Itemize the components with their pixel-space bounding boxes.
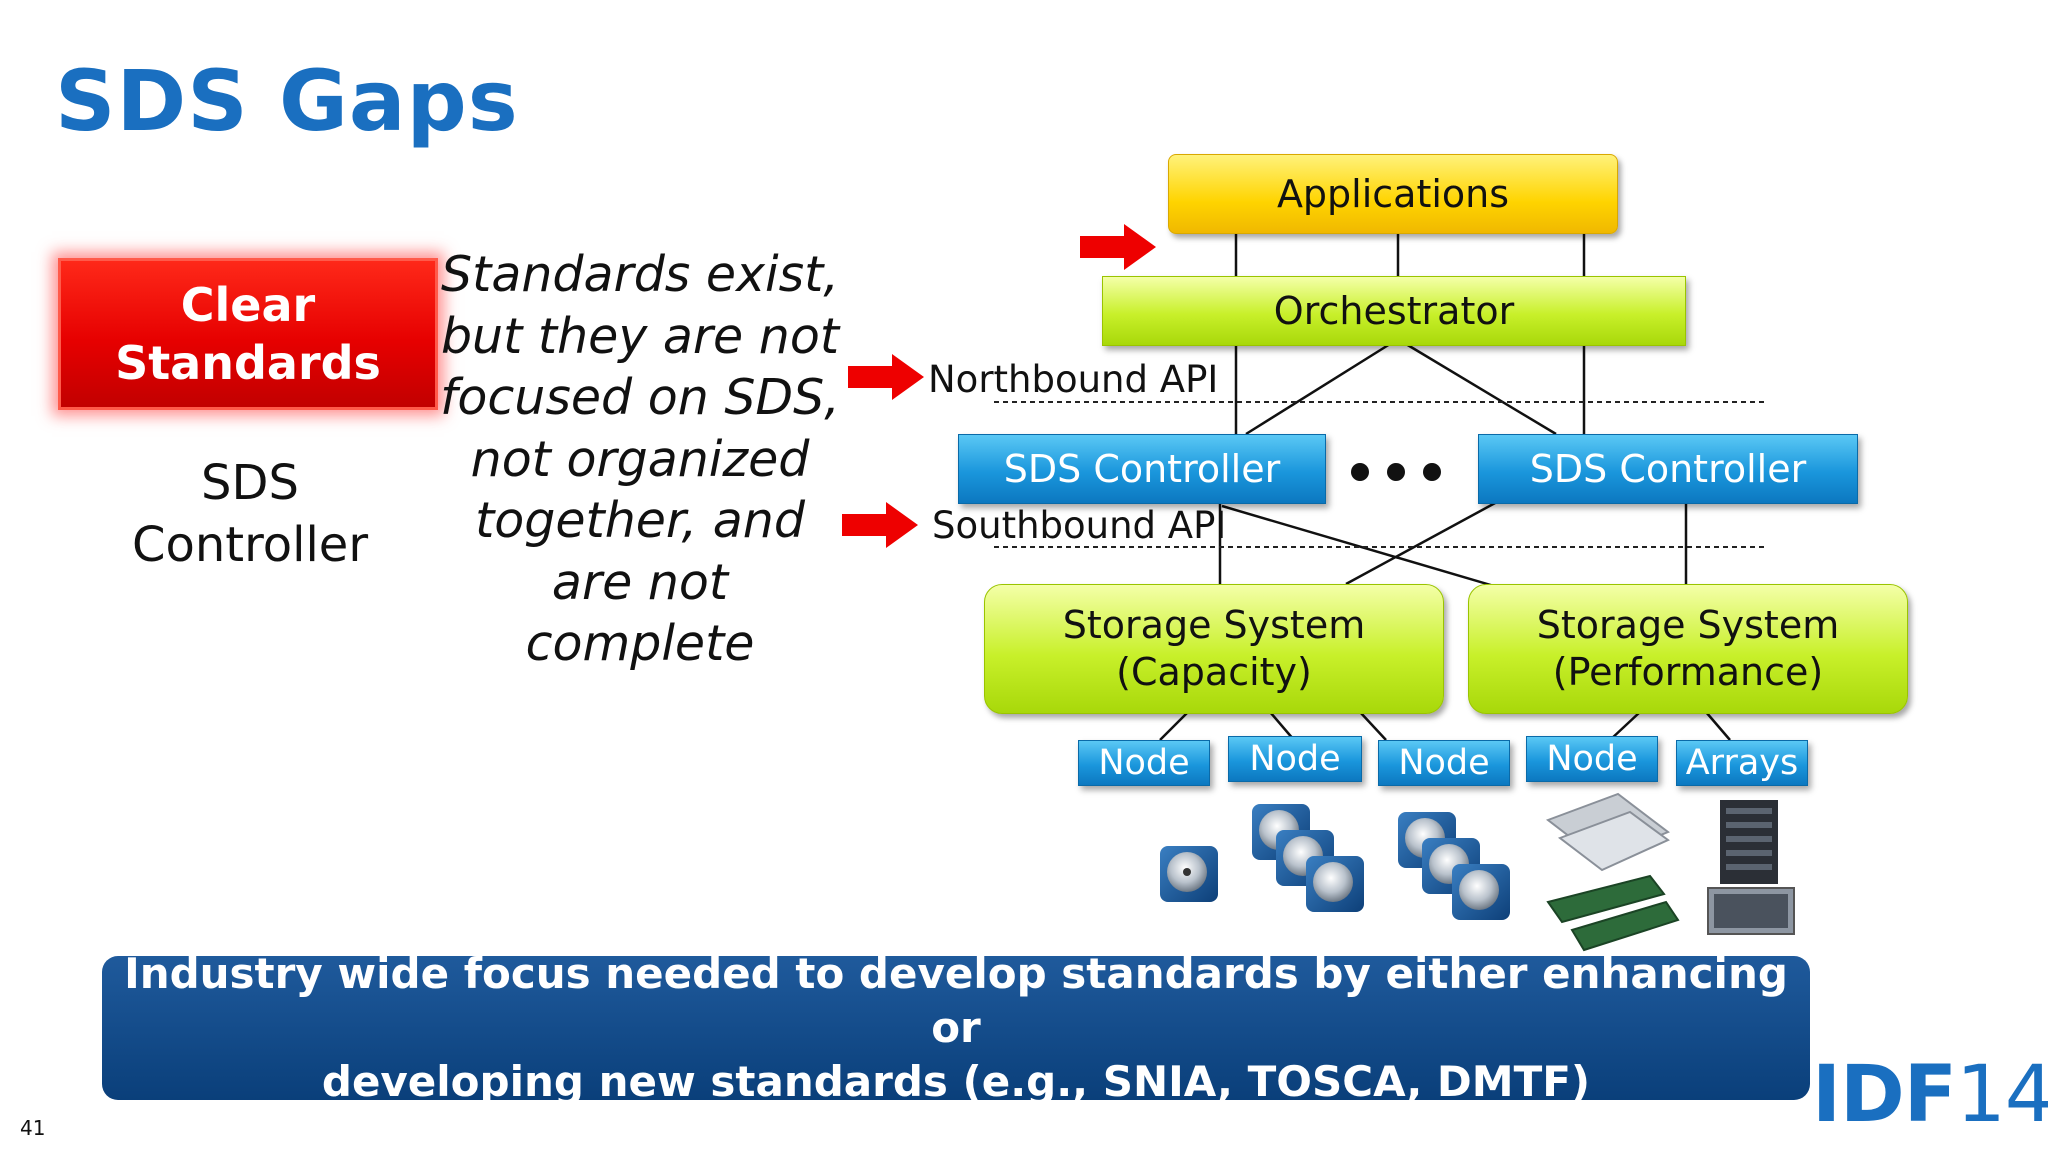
footer-banner: Industry wide focus needed to develop st… xyxy=(102,949,1810,1106)
idf14-logo: IDF14 xyxy=(1812,1050,2048,1140)
node-label: Node xyxy=(1398,743,1490,783)
note-line: not organized xyxy=(470,430,810,488)
sds-controller-label: SDS Controller xyxy=(100,452,400,576)
sds-controller-label: SDS Controller xyxy=(1003,447,1281,491)
note-line: are not xyxy=(551,553,729,611)
storage-line-2: (Performance) xyxy=(1552,650,1824,694)
sds-controller-label: SDS Controller xyxy=(1529,447,1807,491)
connector-line xyxy=(1221,504,1529,598)
southbound-api-label: Southbound API xyxy=(932,504,1227,547)
arrow-icon xyxy=(1080,224,1156,270)
page-number: 41 xyxy=(20,1116,46,1140)
storage-system-capacity-box: Storage System (Capacity) xyxy=(984,584,1444,714)
standards-note: Standards exist, but they are not focuse… xyxy=(440,244,840,675)
note-line: but they are not xyxy=(440,307,840,365)
footer-line-1: Industry wide focus needed to develop st… xyxy=(124,949,1788,1052)
node-box: Node xyxy=(1526,736,1658,782)
connector-line xyxy=(1359,711,1387,741)
node-box: Node xyxy=(1228,736,1362,782)
left-label-line-1: SDS xyxy=(201,455,299,511)
logo-thin: 14 xyxy=(1956,1050,2048,1140)
orchestrator-label: Orchestrator xyxy=(1273,289,1515,333)
note-line: together, and xyxy=(475,492,805,549)
connector-line xyxy=(1245,342,1391,436)
ellipsis-icon xyxy=(1351,463,1441,481)
arrow-icon xyxy=(842,502,918,548)
arrays-label: Arrays xyxy=(1685,743,1799,783)
node-box: Node xyxy=(1078,740,1210,786)
storage-line-1: Storage System xyxy=(1536,603,1840,647)
badge-line-1: Clear xyxy=(180,278,316,332)
connector-line xyxy=(1269,711,1295,741)
connector-line xyxy=(1705,711,1731,741)
applications-box: Applications xyxy=(1168,154,1618,234)
badge-line-2: Standards xyxy=(115,336,381,390)
node-box: Node xyxy=(1378,740,1510,786)
sds-controller-box: SDS Controller xyxy=(958,434,1326,504)
note-line: Standards exist, xyxy=(441,246,839,303)
connector-line xyxy=(1609,711,1641,741)
connector-line xyxy=(1405,342,1557,436)
storage-line-2: (Capacity) xyxy=(1116,650,1312,694)
node-label: Node xyxy=(1098,743,1190,783)
clear-standards-badge: Clear Standards xyxy=(58,258,438,410)
arrays-box: Arrays xyxy=(1676,740,1808,786)
connector-line xyxy=(1345,494,1509,586)
node-label: Node xyxy=(1546,739,1638,779)
connector-line xyxy=(1159,711,1189,741)
sds-controller-box: SDS Controller xyxy=(1478,434,1858,504)
arrow-icon xyxy=(848,354,924,400)
note-line: complete xyxy=(525,615,755,672)
storage-system-performance-box: Storage System (Performance) xyxy=(1468,584,1908,714)
applications-label: Applications xyxy=(1276,172,1510,216)
orchestrator-box: Orchestrator xyxy=(1102,276,1686,346)
storage-line-1: Storage System xyxy=(1062,603,1366,647)
northbound-api-label: Northbound API xyxy=(928,358,1219,401)
page-title: SDS Gaps xyxy=(55,52,519,150)
logo-bold: IDF xyxy=(1812,1050,1957,1140)
note-line: focused on SDS, xyxy=(440,369,840,426)
footer-line-2: developing new standards (e.g., SNIA, TO… xyxy=(321,1057,1591,1106)
node-label: Node xyxy=(1249,739,1341,779)
left-label-line-2: Controller xyxy=(131,517,369,573)
